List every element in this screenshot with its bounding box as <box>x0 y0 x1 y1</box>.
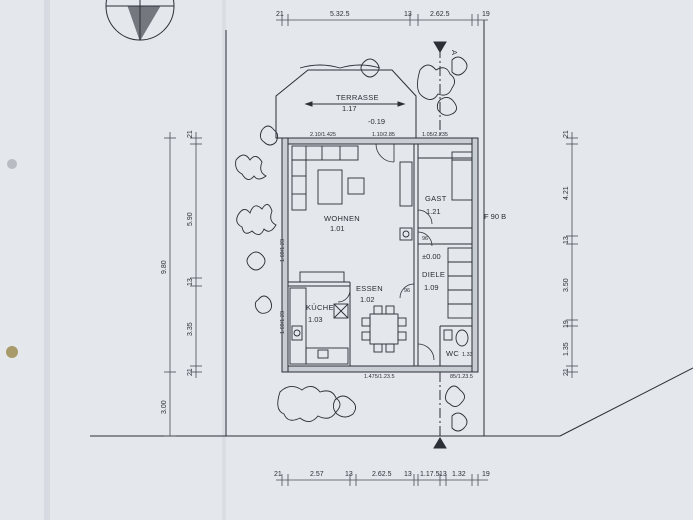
room-level-diele: ±0.00 <box>422 252 441 261</box>
furniture-wohnen <box>291 145 413 241</box>
dim-left-3: 13 <box>187 278 194 286</box>
room-number-wc: 1.33 <box>462 352 473 358</box>
fire-door-label: F 90 B <box>484 212 506 221</box>
door-angle-label: 96 <box>422 236 428 242</box>
dim-left-4: 3.35 <box>187 322 194 336</box>
room-name-essen: ESSEN <box>356 284 383 293</box>
window-label: 1.475/1.23.5 <box>364 374 395 380</box>
dim-top-3: 13 <box>404 11 412 18</box>
interior-walls <box>288 144 472 366</box>
dim-top-5: 19 <box>482 11 490 18</box>
binder-hole-icon <box>6 346 18 358</box>
dim-right-1: 21 <box>563 130 570 138</box>
dim-top-4: 2.62.5 <box>430 11 450 18</box>
dimension-lines <box>164 14 578 486</box>
room-name-terrasse: TERRASSE <box>336 93 379 102</box>
window-label: 1.69/1.23 <box>280 239 286 262</box>
room-number-kueche: 1.03 <box>308 315 323 324</box>
binder-hole-icon <box>7 159 17 169</box>
dim-right-7: 21 <box>563 368 570 376</box>
dim-right-3: 13 <box>563 236 570 244</box>
paper-fold-shadow <box>222 0 226 520</box>
room-name-gast: GAST <box>425 194 447 203</box>
paper-fold-shadow <box>44 0 50 520</box>
window-label: 1.69/1.23 <box>280 311 286 334</box>
terrace-outline <box>275 69 417 139</box>
dim-bottom-1: 21 <box>274 471 282 478</box>
dim-bottom-6: 1.17.5 <box>420 471 440 478</box>
room-number-gast: 1.21 <box>426 207 441 216</box>
room-number-terrasse: 1.17 <box>342 104 357 113</box>
dim-left-outer: 3.00 <box>161 400 168 414</box>
furniture-essen <box>361 305 407 353</box>
dim-bottom-9: 19 <box>482 471 490 478</box>
dim-bottom-2: 2.57 <box>310 471 324 478</box>
section-marker: A <box>450 50 459 55</box>
vegetation <box>235 56 468 432</box>
furniture-gast <box>443 151 473 347</box>
dim-left-2: 5.90 <box>187 212 194 226</box>
door-angle-label: 96 <box>404 288 410 294</box>
room-level-terrasse: -0.19 <box>368 117 385 126</box>
room-name-kueche: KÜCHE <box>306 303 334 312</box>
dim-left-1: 21 <box>187 130 194 138</box>
dim-left-total: 9.80 <box>161 260 168 274</box>
room-number-essen: 1.02 <box>360 295 375 304</box>
room-number-diele: 1.09 <box>424 283 439 292</box>
north-arrow-icon <box>105 0 175 42</box>
furniture-kueche <box>289 287 349 365</box>
dim-top-1: 21 <box>276 11 284 18</box>
room-name-diele: DIELE <box>422 270 445 279</box>
dim-right-4: 3.50 <box>563 278 570 292</box>
room-name-wohnen: WOHNEN <box>324 214 360 223</box>
dim-right-6: 1.35 <box>563 342 570 356</box>
dim-top-2: 5.32.5 <box>330 11 350 18</box>
dim-bottom-4: 2.62.5 <box>372 471 392 478</box>
door-swings <box>337 143 435 361</box>
room-number-wohnen: 1.01 <box>330 224 345 233</box>
dim-bottom-5: 13 <box>404 471 412 478</box>
outer-walls <box>281 137 479 373</box>
dim-right-2: 4.21 <box>563 186 570 200</box>
furniture-sideboard <box>299 271 345 283</box>
door-label: 1.05/2.235 <box>422 132 448 138</box>
room-name-wc: WC <box>446 349 459 358</box>
dim-left-5: 21 <box>187 368 194 376</box>
dim-right-5: 19 <box>563 320 570 328</box>
door-label: 1.10/2.85 <box>372 132 395 138</box>
dim-bottom-3: 13 <box>345 471 353 478</box>
dim-bottom-8: 1.32 <box>452 471 466 478</box>
door-label: 2.10/1.425 <box>310 132 336 138</box>
dim-bottom-7: 13 <box>439 471 447 478</box>
section-line <box>433 41 447 449</box>
window-label: 85/1.23.5 <box>450 374 473 380</box>
